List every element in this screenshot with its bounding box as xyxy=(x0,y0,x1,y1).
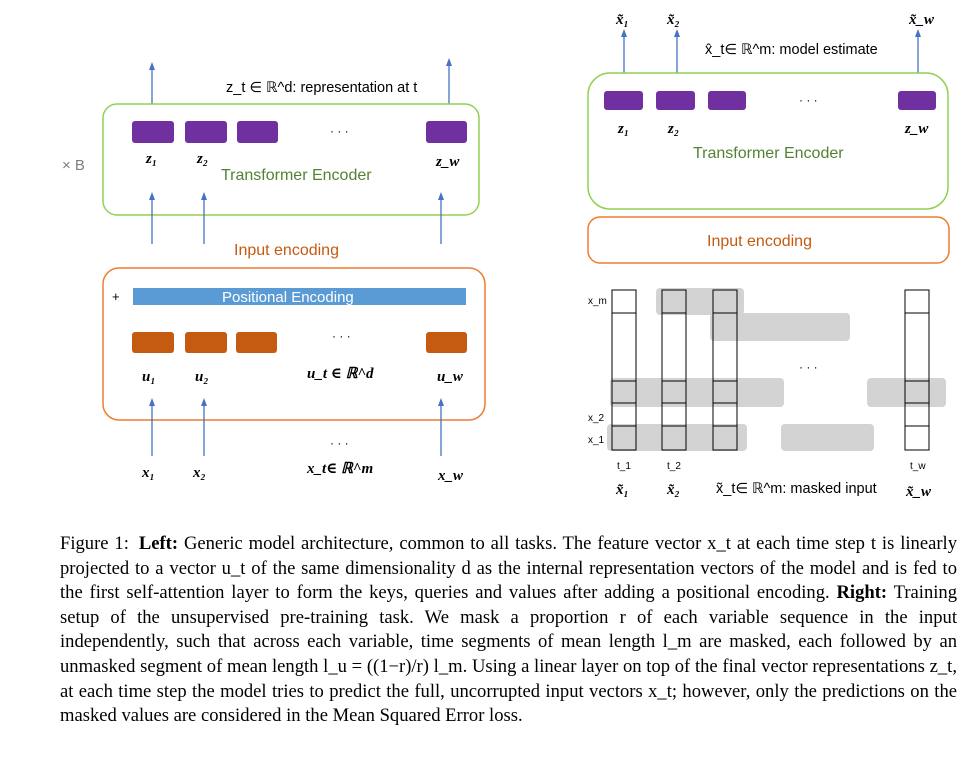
left-z-token-w xyxy=(426,121,467,143)
left-u-token-1 xyxy=(132,332,174,353)
right-input-encoding-box xyxy=(587,216,950,264)
right-encoder-box xyxy=(587,72,949,210)
right-estimate-label: x̂_t∈ ℝ^m: model estimate xyxy=(705,42,878,58)
left-z-ellipsis: · · · xyxy=(330,124,349,138)
right-z-token-w xyxy=(898,91,936,110)
left-u-label-t: u_t ∈ ℝ^d xyxy=(307,366,374,382)
left-u-token-3 xyxy=(236,332,277,353)
right-mask-segments xyxy=(607,288,946,451)
right-input-encoding-label: Input encoding xyxy=(707,233,812,250)
caption-left-bold: Left: xyxy=(138,533,179,554)
caption-right-bold: Right: xyxy=(836,582,888,604)
left-u-tokens xyxy=(132,332,467,353)
left-plus-sign: + xyxy=(112,289,120,304)
left-output-label: z_t ∈ ℝ^d: representation at t xyxy=(226,80,417,96)
left-z-token-1 xyxy=(132,121,174,143)
left-z-token-3 xyxy=(237,121,278,143)
left-positional-bar xyxy=(133,288,466,305)
mask-segment xyxy=(610,378,784,407)
right-var-label-m: x_m xyxy=(588,296,607,307)
vector-column-t2 xyxy=(661,289,687,451)
right-z-tokens xyxy=(604,91,936,110)
right-vector-columns xyxy=(611,289,930,451)
right-z-label-w: z_w xyxy=(904,121,929,137)
left-z-label-1: z₁ xyxy=(145,151,157,167)
left-x-label-t: x_t∈ ℝ^m xyxy=(306,461,373,477)
right-z-label-2: z₂ xyxy=(667,121,679,137)
right-time-label-2: t_2 xyxy=(667,461,681,472)
caption-right-text: Training setup of the unsupervised pre-t… xyxy=(60,582,958,727)
left-input-encoding-box xyxy=(102,267,486,421)
right-var-label-1: x_1 xyxy=(588,435,605,446)
left-positional-label: Positional Encoding xyxy=(222,289,354,306)
left-u-token-2 xyxy=(185,332,227,353)
right-z-token-1 xyxy=(604,91,643,110)
right-panel: x̃₁ x̃₂ x̃_w x̂_t∈ ℝ^m: model estimate ·… xyxy=(587,12,950,500)
caption-label: Figure 1: xyxy=(60,533,129,554)
right-time-label-1: t_1 xyxy=(617,461,631,472)
left-z-label-w: z_w xyxy=(435,154,460,170)
caption-left-text: Generic model architecture, common to al… xyxy=(60,533,957,604)
left-u-token-w xyxy=(426,332,467,353)
mask-segment xyxy=(781,424,874,451)
left-z-tokens xyxy=(132,121,467,143)
vector-column-t1 xyxy=(611,289,637,451)
left-x-ellipsis: · · · xyxy=(330,436,349,450)
right-top-label-w: x̃_w xyxy=(908,12,935,28)
right-z-ellipsis: · · · xyxy=(799,93,818,107)
left-input-encoding-label: Input encoding xyxy=(234,242,339,259)
left-x-label-w: x_w xyxy=(437,468,464,484)
left-output-arrows xyxy=(149,58,452,104)
mask-segment xyxy=(656,288,744,315)
vector-column-t3 xyxy=(712,289,738,451)
right-bottom-label-2: x̃₂ xyxy=(666,482,680,498)
mask-segment xyxy=(867,378,946,407)
right-encoder-title: Transformer Encoder xyxy=(693,145,844,162)
left-u-ellipsis: · · · xyxy=(332,329,351,343)
left-z-label-2: z₂ xyxy=(196,151,208,167)
mask-segment xyxy=(710,313,850,341)
right-bottom-label-1: x̃₁ xyxy=(615,482,629,498)
right-z-token-2 xyxy=(656,91,695,110)
left-encoder-input-arrows xyxy=(149,192,444,244)
mask-segment xyxy=(607,424,747,451)
right-z-token-3 xyxy=(708,91,746,110)
left-u-label-2: u₂ xyxy=(195,369,209,385)
left-u-label-1: u₁ xyxy=(142,369,156,385)
right-var-label-2: x_2 xyxy=(588,413,605,424)
right-bottom-label-w: x̃_w xyxy=(905,484,932,500)
left-panel: z_t ∈ ℝ^d: representation at t × B · · ·… xyxy=(62,58,486,484)
figure-caption: Figure 1: Left: Generic model architectu… xyxy=(60,532,957,729)
left-encoder-box xyxy=(102,103,480,216)
right-bottom-label-t: x̃_t∈ ℝ^m: masked input xyxy=(716,481,877,497)
left-z-token-2 xyxy=(185,121,227,143)
left-u-label-w: u_w xyxy=(437,369,464,385)
right-top-label-2: x̃₂ xyxy=(666,12,680,28)
vector-column-tw xyxy=(904,289,930,451)
left-encoder-title: Transformer Encoder xyxy=(221,167,372,184)
right-top-label-1: x̃₁ xyxy=(615,12,629,28)
right-time-label-w: t_w xyxy=(910,461,926,472)
right-columns-ellipsis: · · · xyxy=(799,360,818,374)
right-output-arrows xyxy=(621,29,921,73)
left-x-label-2: x₂ xyxy=(192,465,206,481)
left-input-arrows xyxy=(149,398,444,456)
architecture-diagram: z_t ∈ ℝ^d: representation at t × B · · ·… xyxy=(62,12,950,500)
right-z-label-1: z₁ xyxy=(617,121,629,137)
left-x-label-1: x₁ xyxy=(141,465,155,481)
left-repeat-label: × B xyxy=(62,157,85,174)
